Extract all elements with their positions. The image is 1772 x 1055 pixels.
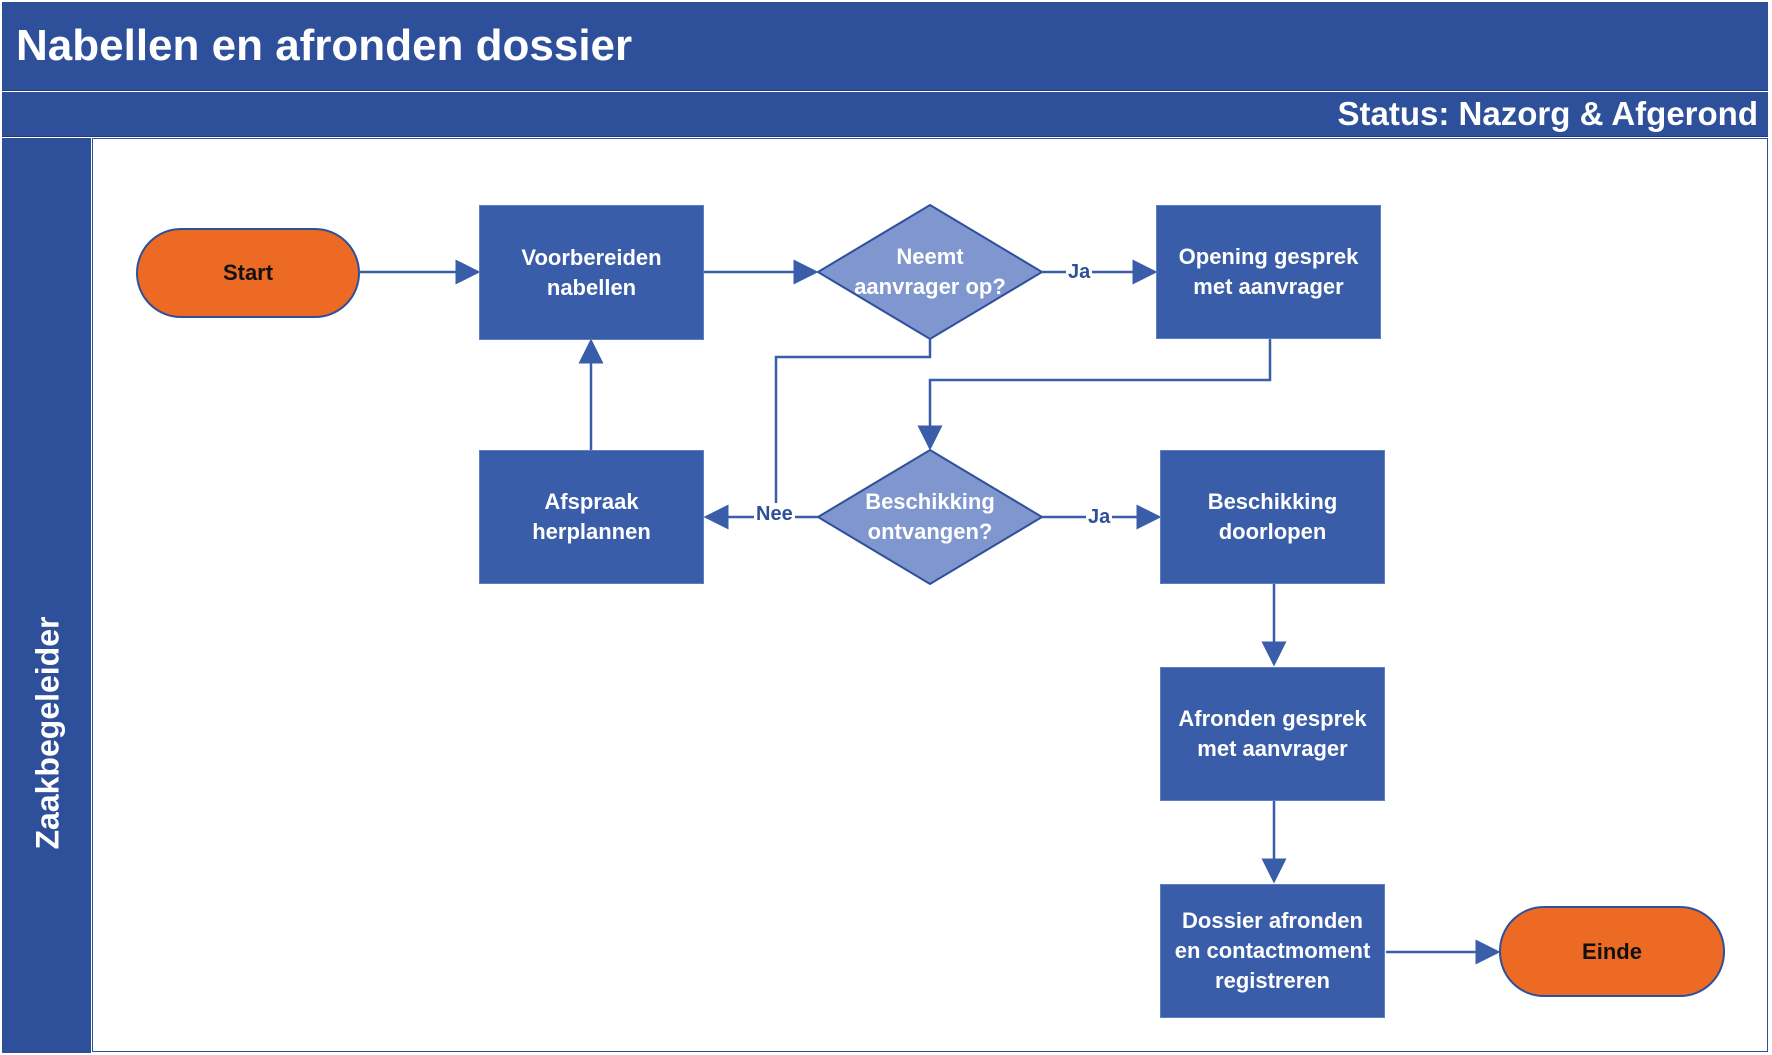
process-opening-line-1: Opening gesprek xyxy=(1178,244,1359,269)
edge-opening-to-beschikking xyxy=(917,339,1272,451)
decision-beschikking-label: Beschikking ontvangen? xyxy=(840,477,1020,557)
process-afspraak-line-1: Afspraak xyxy=(544,489,639,514)
title-bar: Nabellen en afronden dossier xyxy=(2,2,1768,91)
decision-neemt-op-line-2: aanvrager op? xyxy=(854,274,1006,299)
process-opening-line-2: met aanvrager xyxy=(1193,274,1344,299)
process-afspraak-line-2: herplannen xyxy=(532,519,651,544)
process-dossier-line-1: Dossier afronden xyxy=(1182,908,1363,933)
edge-label-beschikking-nee: Nee xyxy=(754,503,795,525)
process-dossier-line-3: registreren xyxy=(1215,968,1330,993)
process-doorlopen-line-1: Beschikking xyxy=(1207,489,1338,514)
process-voorbereiden-nabellen: Voorbereiden nabellen xyxy=(479,205,704,340)
process-voorbereiden-line-2: nabellen xyxy=(546,274,637,300)
process-opening-gesprek: Opening gesprek met aanvrager xyxy=(1156,205,1381,339)
end-label: Einde xyxy=(1582,938,1642,964)
process-afspraak-herplannen: Afspraak herplannen xyxy=(479,450,704,584)
decision-beschikking-diamond xyxy=(816,448,1044,586)
process-beschikking-doorlopen: Beschikking doorlopen xyxy=(1160,450,1385,584)
process-afronden-gesprek: Afronden gesprek met aanvrager xyxy=(1160,667,1385,801)
edge-label-beschikking-ja: Ja xyxy=(1086,506,1113,528)
start-terminal: Start xyxy=(136,228,360,318)
status-label: Status: Nazorg & Afgerond xyxy=(1337,95,1758,132)
page-title: Nabellen en afronden dossier xyxy=(16,21,633,70)
edge-neemt-op-no-to-afspraak xyxy=(774,339,932,517)
process-dossier-line-2: en contactmoment xyxy=(1174,938,1371,963)
decision-neemt-op-label: Neemt aanvrager op? xyxy=(840,232,1020,312)
edge-label-neemt-op-ja: Ja xyxy=(1066,261,1093,283)
decision-neemt-op-line-1: Neemt xyxy=(896,244,964,269)
decision-beschikking-line-1: Beschikking xyxy=(865,489,995,514)
process-doorlopen-line-2: doorlopen xyxy=(1218,519,1327,544)
process-dossier-afronden: Dossier afronden en contactmoment regist… xyxy=(1160,884,1385,1018)
status-bar: Status: Nazorg & Afgerond xyxy=(2,92,1768,137)
process-afronden-line-2: met aanvrager xyxy=(1197,736,1348,761)
diagram-canvas xyxy=(92,138,1768,1052)
process-voorbereiden-line-1: Voorbereiden xyxy=(521,244,662,270)
end-terminal: Einde xyxy=(1499,906,1725,997)
start-label: Start xyxy=(222,260,274,285)
swimlane-header: Zaakbegeleider xyxy=(2,138,91,1053)
decision-beschikking-line-2: ontvangen? xyxy=(867,519,993,544)
process-afronden-line-1: Afronden gesprek xyxy=(1178,706,1367,731)
